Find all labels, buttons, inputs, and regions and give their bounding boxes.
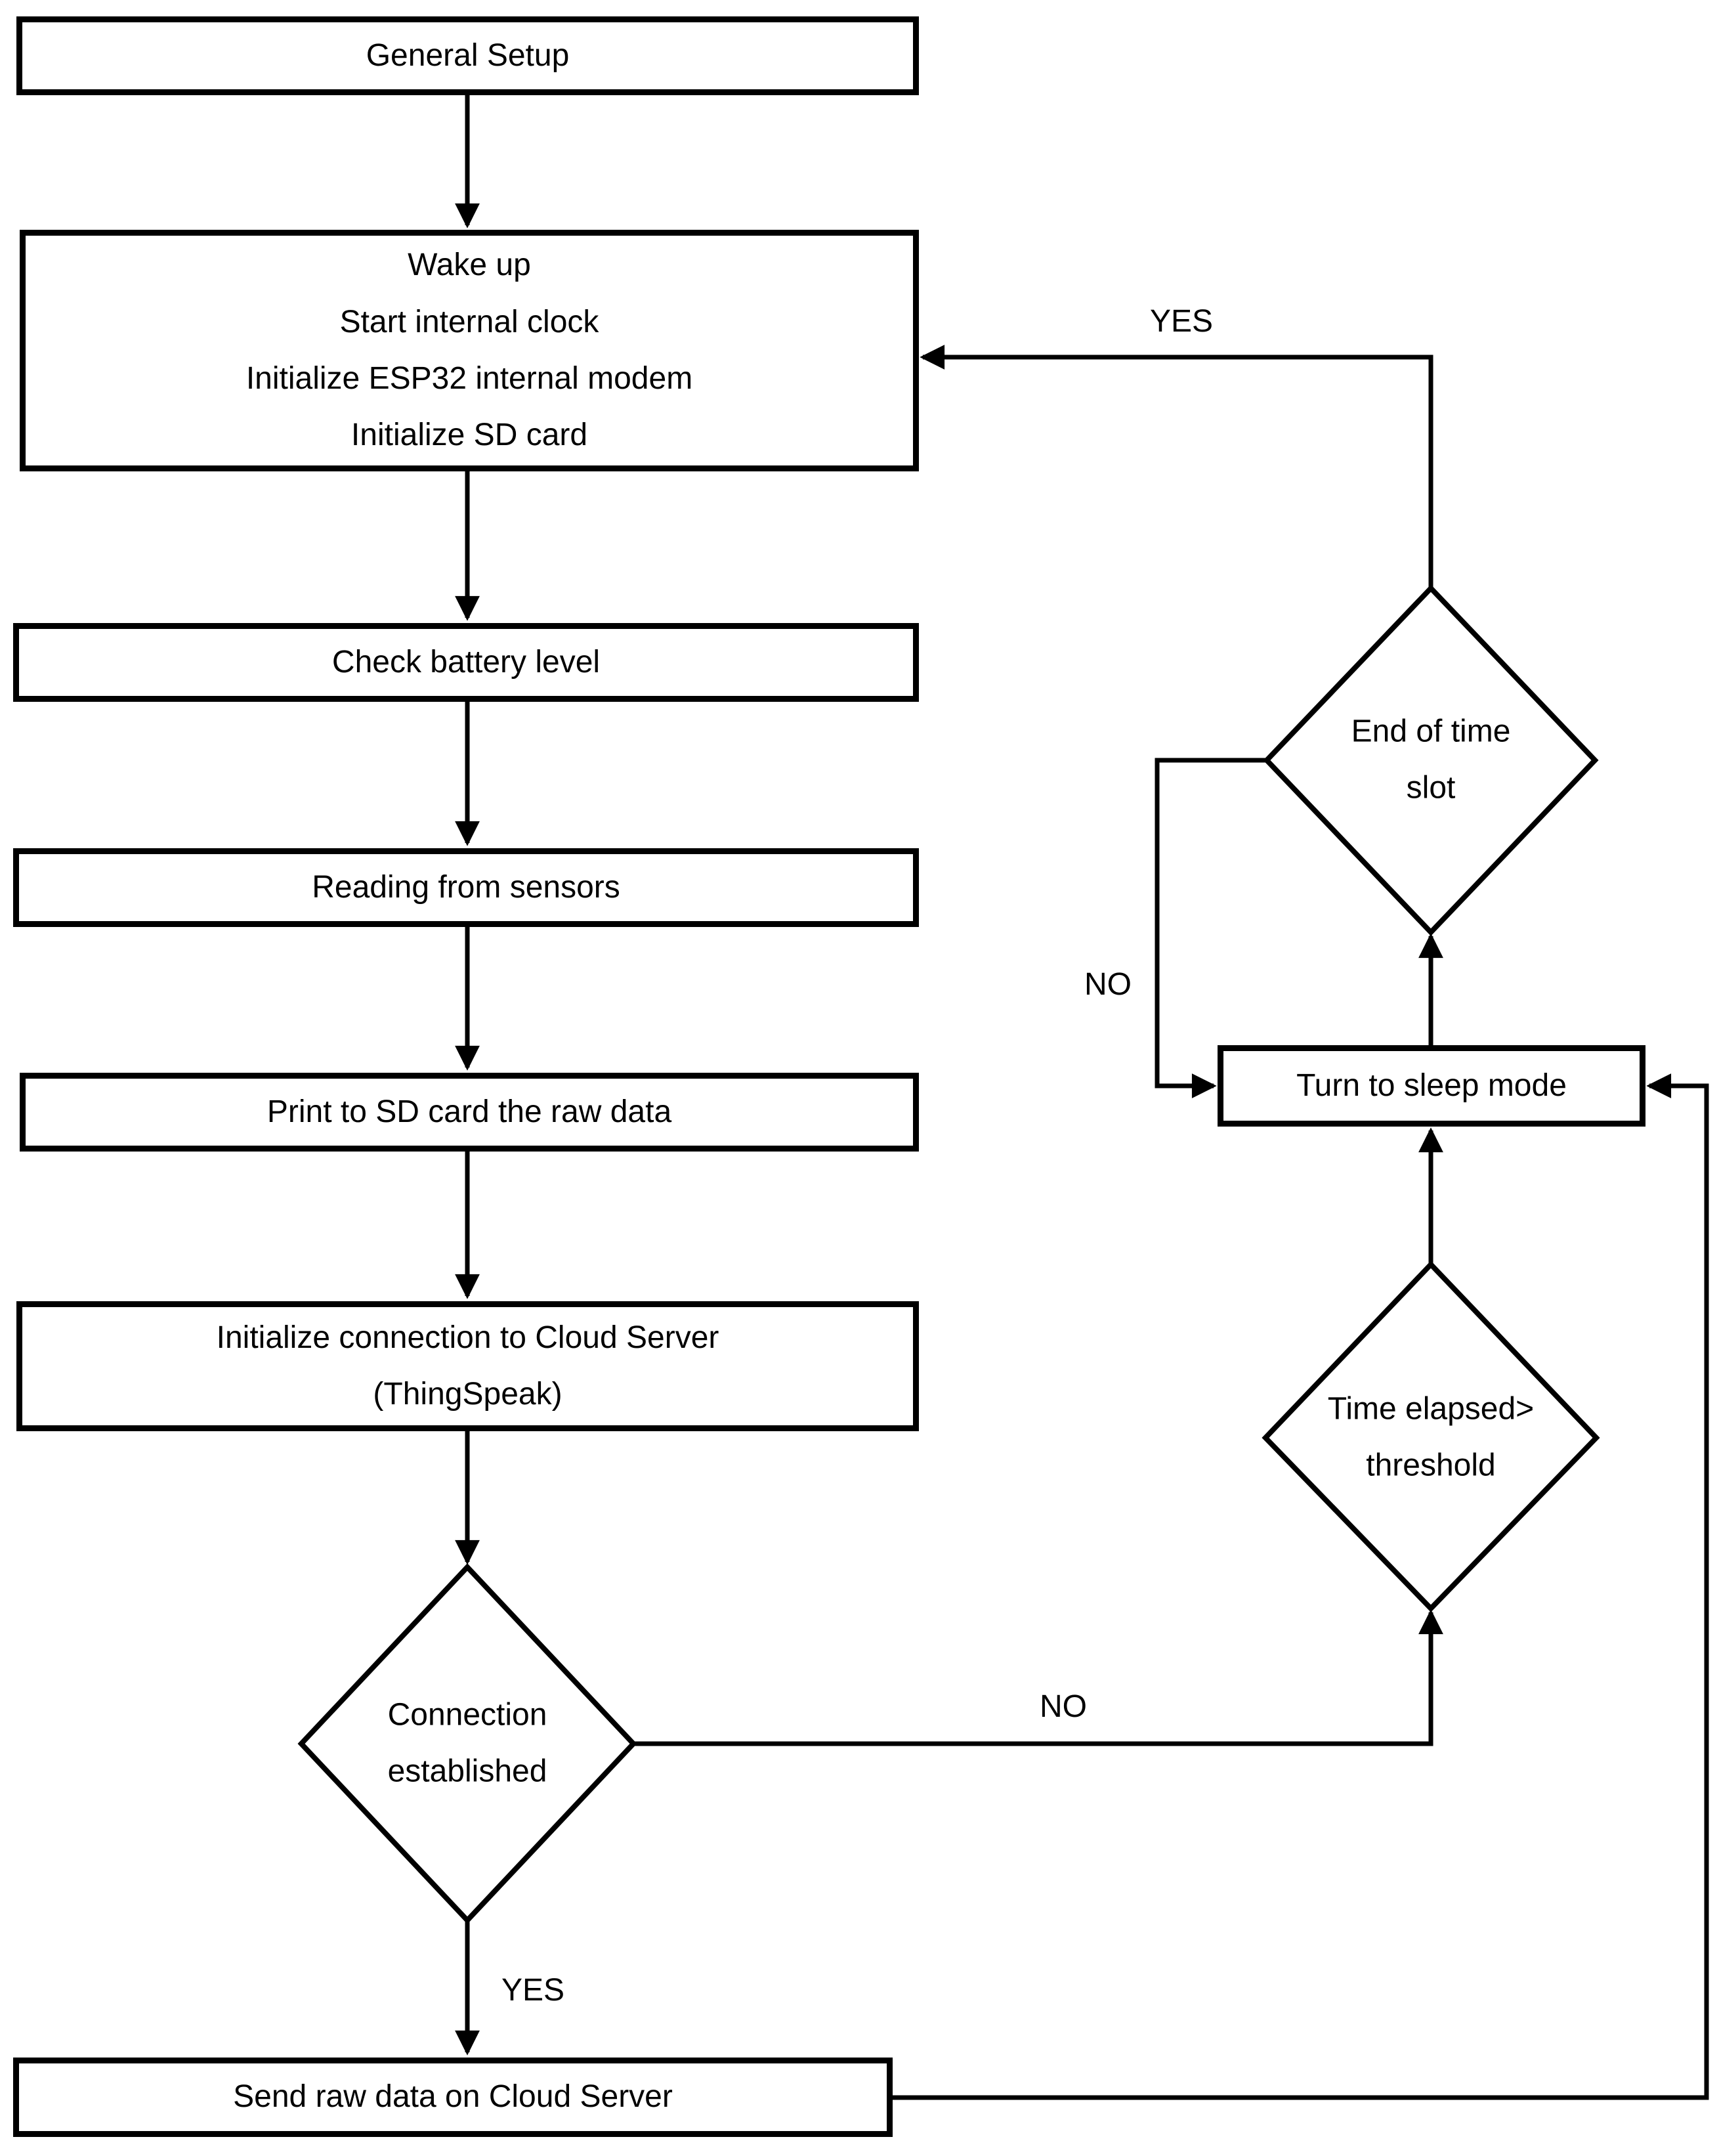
edge-end-of-time-slot-no-to-sleep-mode <box>1155 758 1267 1098</box>
node-send-raw: Send raw data on Cloud Server <box>13 2058 893 2137</box>
edge-connection-no-to-time-elapsed <box>633 1609 1443 1746</box>
edge-label-no-to-threshold: NO <box>1040 1689 1087 1724</box>
edge-label-yes-to-send-raw: YES <box>501 1973 565 2008</box>
edge-end-of-time-slot-yes-to-wake-up <box>920 345 1433 588</box>
edge-send-raw-to-sleep-mode <box>893 1073 1709 2100</box>
edge-label-yes-to-wake-up: YES <box>1149 304 1214 339</box>
node-print-sd: Print to SD card the raw data <box>20 1073 919 1152</box>
node-sleep-mode: Turn to sleep mode <box>1218 1045 1645 1127</box>
node-reading-sensors: Reading from sensors <box>13 848 919 927</box>
node-init-cloud: Initialize connection to Cloud Server (T… <box>16 1301 919 1431</box>
edge-label-no-sleep-loop: NO <box>1084 967 1132 1002</box>
node-check-battery: Check battery level <box>13 623 919 702</box>
end-of-time-slot-label: End of time slot <box>1351 714 1511 806</box>
node-wake-up: Wake up Start internal clock Initialize … <box>20 230 919 471</box>
time-elapsed-label: Time elapsed> threshold <box>1327 1391 1535 1483</box>
connection-established-label: Connection established <box>387 1697 547 1789</box>
node-general-setup: General Setup <box>16 16 919 95</box>
